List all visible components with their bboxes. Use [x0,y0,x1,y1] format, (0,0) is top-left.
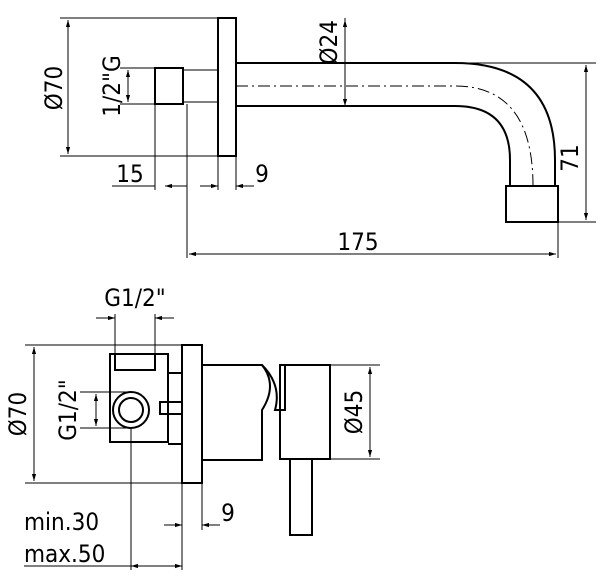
inlet-ring-inner [118,397,144,423]
dim-label-diameter-70-bottom: Ø70 [4,392,32,436]
top-view: Ø70 1/2"G Ø24 15 9 71 175 [40,17,596,258]
dim-label-diameter-24: Ø24 [315,20,343,64]
spout-outlet [505,185,559,223]
dim-label-thread: 1/2"G [98,55,126,116]
thread-connector [154,67,184,105]
dim-label-9-top: 9 [255,160,269,188]
dim-label-71: 71 [556,144,584,171]
dim-label-diameter-45: Ø45 [340,390,368,434]
mixer-lever [289,458,313,536]
dim-label-9-bottom: 9 [221,499,235,527]
side-pin [159,401,183,415]
dim-label-175: 175 [337,228,378,256]
spout-outer [236,62,556,186]
dim-label-15: 15 [116,160,143,188]
wall-plate [181,344,203,484]
bottom-view: G1/2" Ø70 G1/2" Ø45 9 min.30 max.50 [4,284,380,570]
mixer-collar [261,364,286,411]
mixer-handle-base [279,364,331,460]
dim-label-g12-top: G1/2" [104,284,165,312]
spout-inner [236,105,511,186]
dim-label-max: max.50 [24,540,105,568]
dim-label-g12-side: G1/2" [54,379,82,440]
dim-label-diameter-70: Ø70 [40,66,68,110]
valve-top-nut [114,353,156,371]
wall-plate [217,17,237,157]
mixer-body-left [201,364,271,461]
spout-centerline [236,85,534,187]
dim-label-min: min.30 [24,508,99,536]
